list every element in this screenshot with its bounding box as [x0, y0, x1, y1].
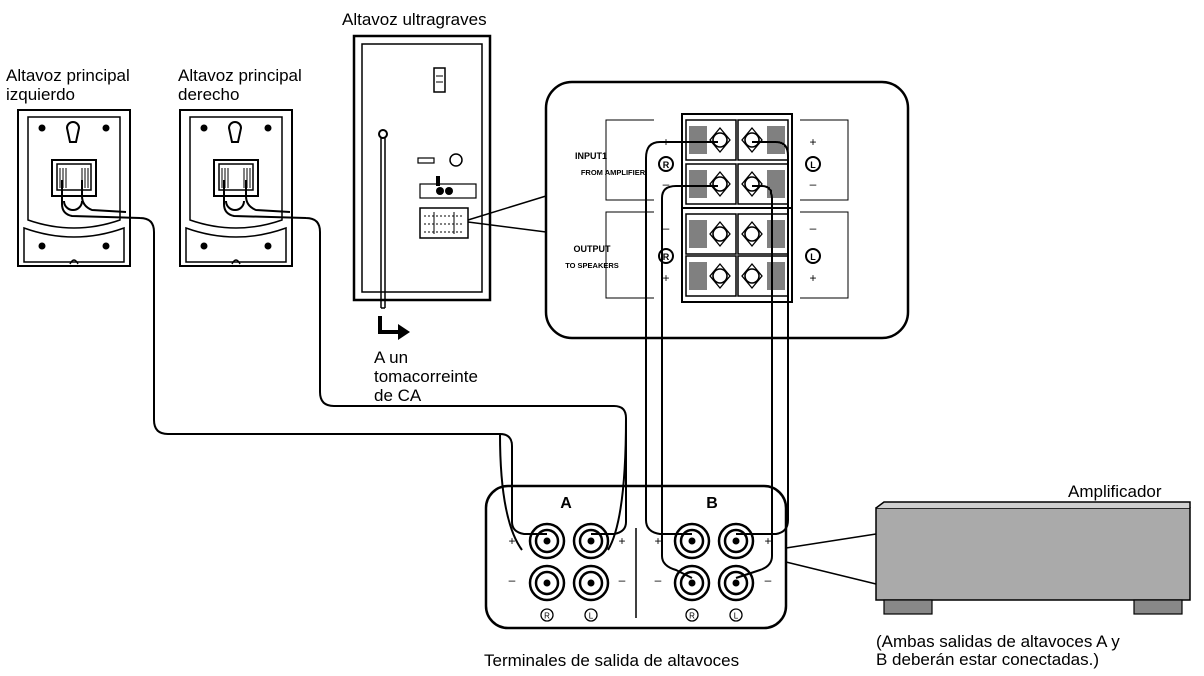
- note-line2: B deberán estar conectadas.): [876, 650, 1100, 669]
- amplifier-jacks: [528, 522, 755, 602]
- panel-input-title: INPUT1: [575, 151, 607, 161]
- panel-output-sub: TO SPEAKERS: [565, 261, 619, 270]
- terminal-b-r-icon: R: [685, 608, 699, 622]
- terminal-group-a-label: A: [560, 495, 572, 512]
- panel-terminal-3-1: [737, 255, 789, 297]
- terminal-group-b-label: B: [706, 495, 718, 512]
- terminal-a-l-plus-jack: [572, 522, 610, 560]
- ac-outlet-label-line1: A un: [374, 348, 409, 367]
- terminal-b-minus-right: –: [765, 573, 772, 587]
- svg-text:L: L: [589, 612, 594, 621]
- terminal-b-l-icon: L: [729, 608, 743, 622]
- panel-terminal-1-0: [685, 163, 737, 205]
- svg-text:R: R: [689, 612, 695, 621]
- terminal-b-minus-left: –: [655, 573, 662, 587]
- right-speaker-label-line1: Altavoz principal: [178, 66, 302, 85]
- terminal-b-plus-right: +: [764, 534, 771, 548]
- panel-r-icon-bottom: R: [658, 248, 674, 264]
- panel-minus-left-top: –: [663, 177, 670, 191]
- panel-l-icon-top: L: [805, 156, 821, 172]
- amplifier-unit: [785, 501, 1191, 615]
- right-main-speaker: [179, 109, 293, 267]
- terminal-b-r-plus-jack: [673, 522, 711, 560]
- panel-plus-right-top: +: [809, 135, 816, 149]
- svg-text:L: L: [810, 252, 816, 262]
- terminals-caption: Terminales de salida de altavoces: [484, 651, 740, 670]
- svg-text:L: L: [810, 160, 816, 170]
- panel-plus-right-bottom: +: [809, 271, 816, 285]
- panel-terminal-2-1: [737, 213, 789, 255]
- svg-text:R: R: [544, 612, 550, 621]
- terminal-a-minus-right: –: [619, 573, 626, 587]
- terminal-a-wire-loops: [499, 417, 627, 551]
- panel-minus-right-bottom: –: [810, 221, 817, 235]
- left-main-speaker: [17, 109, 131, 267]
- left-speaker-label-line1: Altavoz principal: [6, 66, 130, 85]
- svg-text:L: L: [734, 612, 739, 621]
- left-speaker-label-line2: izquierdo: [6, 85, 75, 104]
- right-speaker-label-line2: derecho: [178, 85, 240, 104]
- terminal-a-r-plus-jack: [528, 522, 566, 560]
- panel-plus-left-bottom: +: [662, 271, 669, 285]
- panel-terminal-cells: [685, 119, 789, 297]
- terminal-a-plus-right: +: [618, 534, 625, 548]
- panel-output-title: OUTPUT: [574, 244, 612, 254]
- terminal-a-plus-left: +: [508, 534, 515, 548]
- terminal-b-plus-left: +: [654, 534, 661, 548]
- panel-terminal-0-0: [685, 119, 737, 161]
- terminal-a-minus-left: –: [509, 573, 516, 587]
- panel-terminal-0-1: [737, 119, 789, 161]
- ac-outlet-label-line2: tomacorreinte: [374, 367, 478, 386]
- panel-terminal-1-1: [737, 163, 789, 205]
- panel-r-icon-top: R: [658, 156, 674, 172]
- terminal-a-l-icon: L: [584, 608, 598, 622]
- note-line1: (Ambas salidas de altavoces A y: [876, 632, 1120, 651]
- terminal-a-l-minus-jack: [572, 564, 610, 602]
- ac-outlet-label-line3: de CA: [374, 386, 422, 405]
- panel-minus-left-bottom: –: [663, 221, 670, 235]
- panel-terminal-3-0: [685, 255, 737, 297]
- terminal-a-r-minus-jack: [528, 564, 566, 602]
- terminal-markers: A B + + – – + + – – R L R L: [508, 495, 772, 622]
- panel-markers: INPUT1 FROM AMPLIFIER OUTPUT TO SPEAKERS…: [565, 135, 821, 285]
- terminal-a-r-icon: R: [540, 608, 554, 622]
- panel-input-sub: FROM AMPLIFIER: [581, 168, 646, 177]
- panel-minus-right-top: –: [810, 177, 817, 191]
- terminal-b-l-minus-jack: [717, 564, 755, 602]
- subwoofer-unit: [352, 34, 492, 309]
- speaker-wires: [61, 141, 789, 579]
- terminal-b-l-plus-jack: [717, 522, 755, 560]
- panel-l-icon-bottom: L: [805, 248, 821, 264]
- amplifier-label: Amplificador: [1068, 482, 1162, 501]
- ac-outlet-arrow-icon: [378, 316, 410, 340]
- subwoofer-label: Altavoz ultragraves: [342, 10, 487, 29]
- panel-terminal-2-0: [685, 213, 737, 255]
- subwoofer-rear-panel-detail: [467, 80, 910, 340]
- svg-text:R: R: [663, 252, 670, 262]
- svg-text:R: R: [663, 160, 670, 170]
